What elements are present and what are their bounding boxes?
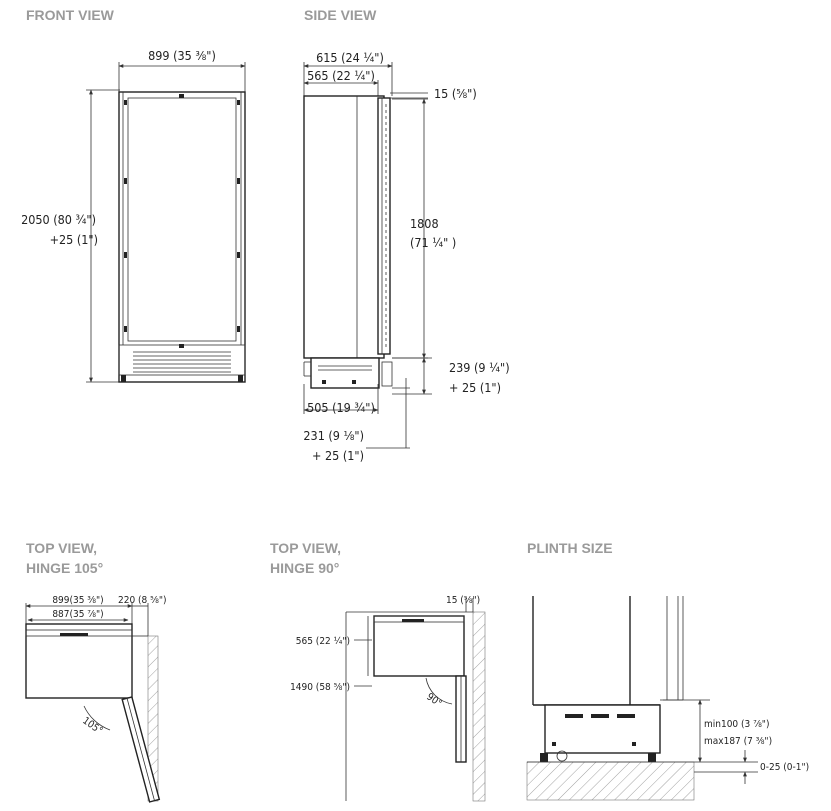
plinth-min-height-label: min100 (3 ⅞") <box>704 719 769 730</box>
door-side-outline <box>377 97 391 355</box>
top105-angle-label: 105° <box>80 715 104 736</box>
top90-depth-label: 565 (22 ¼") <box>296 635 350 647</box>
side-total-depth-label: 615 (24 ¼") <box>316 50 384 65</box>
front-height-label: 2050 (80 ¾") <box>21 212 96 227</box>
side-cabinet-depth-label: 565 (22 ¼") <box>307 68 375 83</box>
cabinet-side-outline <box>303 95 385 359</box>
front-view: 899 (35 ⅜") 2050 (80 ¾") +25 (1") <box>21 48 246 383</box>
side-view: 615 (24 ¼") 565 (22 ¼") 15 (⅝") 1808 (71… <box>303 50 510 463</box>
top105-clearance-label: 220 (8 ⅝") <box>118 595 166 606</box>
top-view-90-heading-line2: HINGE 90° <box>270 560 339 576</box>
plinth-size-heading: PLINTH SIZE <box>527 540 613 556</box>
side-base-height-tolerance-label: + 25 (1") <box>449 380 501 395</box>
cabinet-front-outline <box>118 91 246 383</box>
top-view-90-heading: TOP VIEW, <box>270 540 341 556</box>
side-base-height-label: 239 (9 ¼") <box>449 360 510 375</box>
side-rear-height-label: 231 (9 ⅛") <box>303 428 364 443</box>
plinth-detail: min100 (3 ⅞") max187 (7 ⅜") 0-25 (0-1") <box>526 596 809 801</box>
plinth-base <box>544 704 661 754</box>
front-view-heading: FRONT VIEW <box>26 7 115 23</box>
top90-door-thickness-label: 15 (⅝") <box>446 595 480 606</box>
side-rear-height-tolerance-label: + 25 (1") <box>312 448 364 463</box>
top105-width-outer-label: 899(35 ⅜") <box>52 595 103 606</box>
side-view-heading: SIDE VIEW <box>304 7 377 23</box>
side-door-thickness-label: 15 (⅝") <box>434 86 477 101</box>
side-base-depth-label: 505 (19 ¾") <box>307 400 375 415</box>
top-view-90: 15 (⅝") 565 (22 ¼") 1490 (58 ⅝") 90° <box>290 595 486 802</box>
top-view-105: 899(35 ⅜") 220 (8 ⅝") 887(35 ⅞") 105° <box>25 595 166 803</box>
side-base-outline <box>310 357 380 389</box>
plinth-max-height-label: max187 (7 ⅜") <box>704 736 772 747</box>
side-height-label: 1808 <box>410 216 439 231</box>
top105-width-inner-label: 887(35 ⅞") <box>52 609 103 620</box>
top90-open-depth-label: 1490 (58 ⅝") <box>290 682 350 693</box>
side-height-inches-label: (71 ¼" ) <box>410 235 456 250</box>
floor-hatch <box>526 761 695 801</box>
plinth-adjust-label: 0-25 (0-1") <box>760 762 809 773</box>
top-view-105-heading: TOP VIEW, <box>26 540 97 556</box>
front-height-tolerance-label: +25 (1") <box>50 232 98 247</box>
top-view-105-heading-line2: HINGE 105° <box>26 560 103 576</box>
top90-cabinet <box>373 615 465 677</box>
top90-angle-label: 90° <box>424 691 443 709</box>
front-width-label: 899 (35 ⅜") <box>148 48 216 63</box>
